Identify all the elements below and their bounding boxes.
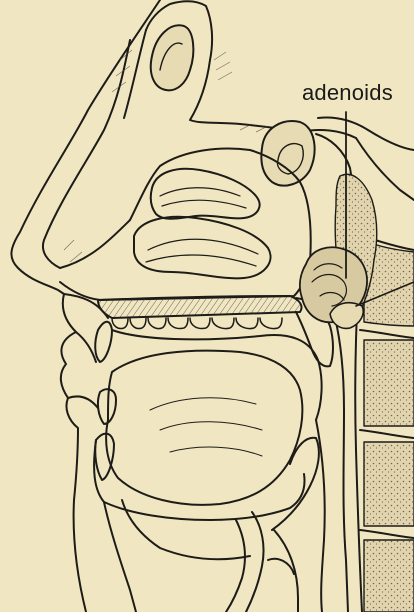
eustachian-tube-torus <box>330 303 363 329</box>
tongue <box>106 351 302 505</box>
upper-teeth <box>112 318 282 329</box>
epiglottis <box>272 438 319 530</box>
hard-palate <box>98 296 302 318</box>
frontal-sinus <box>151 25 194 90</box>
middle-turbinate <box>151 169 260 219</box>
adenoids-label: adenoids <box>302 80 393 106</box>
sphenoid-sinus <box>261 121 314 185</box>
